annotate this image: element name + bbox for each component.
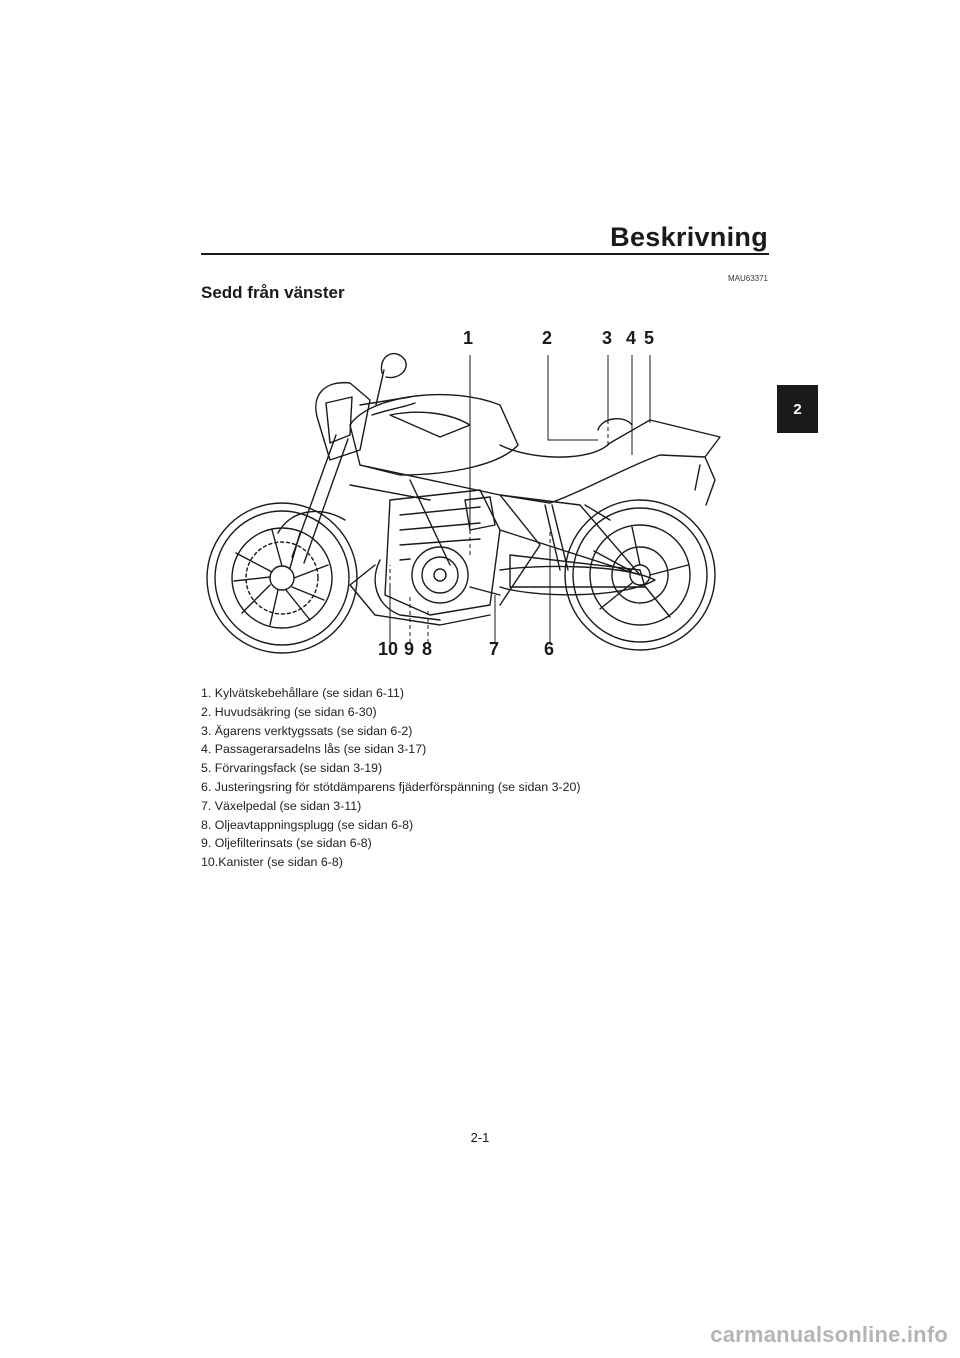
legend-item: 9. Oljefilterinsats (se sidan 6-8) [201, 836, 372, 851]
page-title: Beskrivning [610, 222, 768, 252]
legend-item: 3. Ägarens verktygssats (se sidan 6-2) [201, 723, 413, 738]
callout-label: 4 [626, 328, 637, 348]
legend-item: 4. Passagerarsadelns lås (se sidan 3-17) [201, 742, 427, 757]
watermark: carmanualsonline.info [710, 1322, 948, 1347]
callout-label: 5 [644, 328, 655, 348]
legend-item: 10.Kanister (se sidan 6-8) [201, 855, 343, 870]
motorcycle-figure: 1 2 3 4 5 10 9 8 7 6 [200, 325, 760, 670]
motorcycle-illustration [206, 352, 721, 654]
callout-label: 7 [489, 639, 500, 659]
legend-item: 5. Förvaringsfack (se sidan 3-19) [201, 761, 383, 776]
legend-item: 8. Oljeavtappningsplugg (se sidan 6-8) [201, 817, 414, 832]
callout-label: 9 [404, 639, 415, 659]
rear-wheel [564, 499, 716, 651]
callout-label: 1 [463, 328, 474, 348]
legend-item: 6. Justeringsring för stötdämparens fjäd… [201, 779, 581, 794]
legend-item: 1. Kylvätskebehållare (se sidan 6-11) [201, 686, 404, 700]
page-number: 2-1 [470, 1130, 490, 1145]
legend-item: 2. Huvudsäkring (se sidan 6-30) [201, 704, 377, 719]
header-rule [201, 253, 769, 255]
parts-legend: 1. Kylvätskebehållare (se sidan 6-11) 2.… [201, 684, 581, 872]
legend-item: 7. Växelpedal (se sidan 3-11) [201, 798, 362, 813]
engine [374, 489, 501, 621]
front-wheel [206, 502, 358, 654]
callout-label: 6 [544, 639, 555, 659]
callout-label: 8 [422, 639, 433, 659]
callout-label: 2 [542, 328, 553, 348]
reference-code: MAU63371 [727, 274, 768, 283]
callout-label: 10 [378, 639, 399, 659]
callout-label: 3 [602, 328, 613, 348]
chapter-tab: 2 [777, 385, 818, 433]
section-heading: Sedd från vänster [201, 283, 345, 302]
